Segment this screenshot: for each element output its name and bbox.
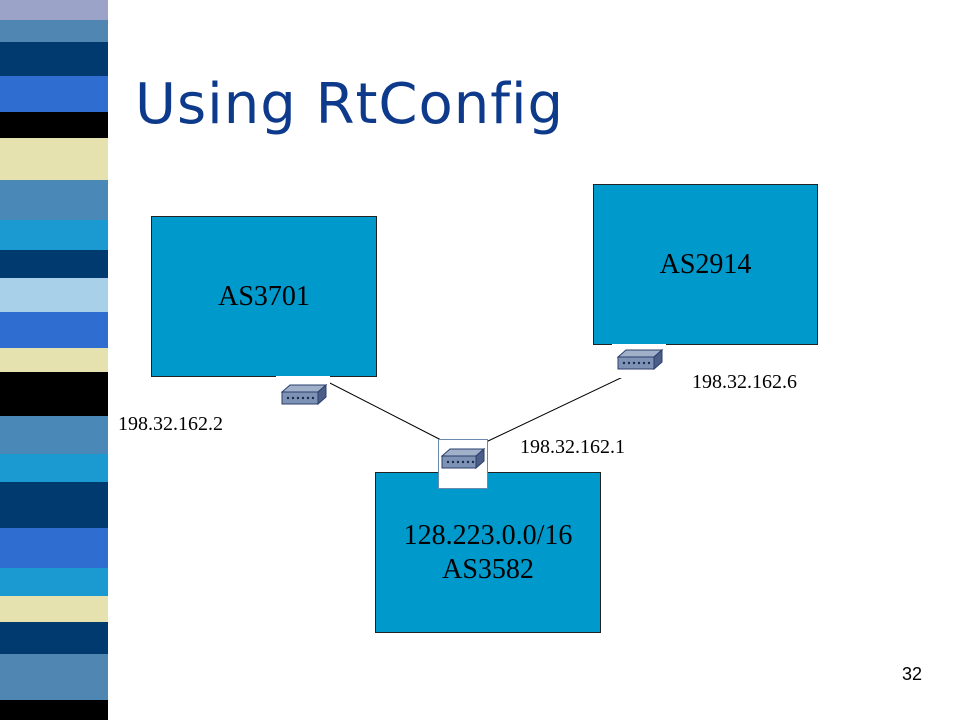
as2914-box: AS2914 — [593, 184, 818, 345]
sidebar-band — [0, 568, 108, 596]
as3582-box: 128.223.0.0/16 AS3582 — [375, 472, 601, 633]
sidebar-band — [0, 180, 108, 220]
decorative-sidebar — [0, 0, 108, 720]
sidebar-band — [0, 250, 108, 278]
sidebar-band — [0, 312, 108, 348]
router-icon — [276, 376, 330, 420]
page-number: 32 — [901, 664, 922, 684]
sidebar-band — [0, 622, 108, 654]
sidebar-band — [0, 528, 108, 568]
sidebar-band — [0, 20, 108, 42]
router-icon — [438, 439, 488, 493]
as2914-label: AS2914 — [659, 248, 752, 280]
sidebar-band — [0, 112, 108, 138]
sidebar-band — [0, 42, 108, 76]
sidebar-band — [0, 654, 108, 700]
sidebar-band — [0, 348, 108, 372]
sidebar-band — [0, 482, 108, 528]
sidebar-band — [0, 138, 108, 180]
slide-title: Using RtConfig — [135, 72, 565, 137]
as3701-box: AS3701 — [151, 216, 377, 377]
as3701-interface-ip: 198.32.162.2 — [118, 413, 223, 435]
as2914-interface-ip: 198.32.162.6 — [692, 371, 797, 393]
sidebar-band — [0, 220, 108, 250]
link-as2914-as3582 — [485, 374, 628, 443]
as3582-prefix-label: 128.223.0.0/16 — [403, 519, 573, 551]
router-icon — [612, 344, 666, 382]
sidebar-band — [0, 596, 108, 622]
sidebar-band — [0, 454, 108, 482]
sidebar-band — [0, 278, 108, 312]
link-as3701-as3582 — [325, 380, 446, 443]
sidebar-band — [0, 76, 108, 112]
as3582-interface-ip: 198.32.162.1 — [520, 436, 625, 458]
as3701-label: AS3701 — [218, 280, 310, 312]
sidebar-band — [0, 416, 108, 454]
as3582-label: AS3582 — [442, 553, 534, 585]
sidebar-band — [0, 700, 108, 720]
sidebar-band — [0, 372, 108, 416]
sidebar-band — [0, 0, 108, 20]
